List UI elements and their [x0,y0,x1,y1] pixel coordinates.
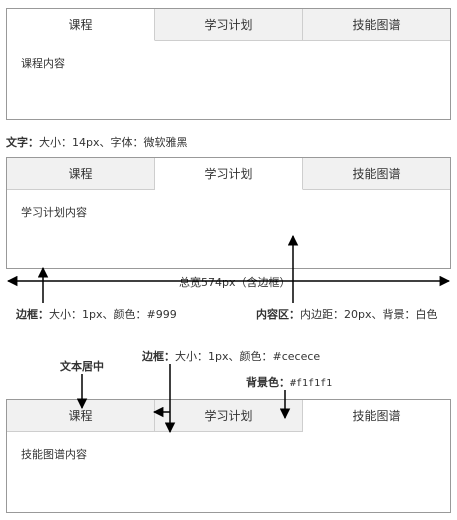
tab-bar-1: 课程 学习计划 技能图谱 [7,9,450,41]
tab-courses[interactable]: 课程 [7,9,155,41]
border-spec-label: 边框： [16,308,49,321]
tab-study-plan[interactable]: 学习计划 [155,400,303,432]
tab-content-3: 技能图谱内容 [21,448,87,461]
tab-panel-2: 课程 学习计划 技能图谱 学习计划内容 [6,157,451,269]
text-center-note: 文本居中 [60,360,104,373]
border-spec-note: 边框：大小：1px、颜色：#999 [16,306,177,322]
tab-courses[interactable]: 课程 [7,400,155,432]
tab-bar-2: 课程 学习计划 技能图谱 [7,158,450,190]
tab-skill-map[interactable]: 技能图谱 [303,400,450,432]
tab-content-2: 学习计划内容 [21,206,87,219]
tab-panel-1: 课程 学习计划 技能图谱 课程内容 [6,8,451,120]
text-spec-desc: 大小：14px、字体：微软雅黑 [39,136,188,149]
tab-study-plan[interactable]: 学习计划 [155,158,303,190]
tab-panel-3: 课程 学习计划 技能图谱 技能图谱内容 [6,399,451,513]
tab-skill-map[interactable]: 技能图谱 [303,9,450,41]
tab-skill-map[interactable]: 技能图谱 [303,158,450,190]
bg-spec-label: 背景色： [246,376,290,389]
bg-spec-note: 背景色：#f1f1f1 [246,374,332,390]
tab-courses[interactable]: 课程 [7,158,155,190]
tab-border-spec-note: 边框：大小：1px、颜色：#cecece [142,348,320,364]
tab-bar-3: 课程 学习计划 技能图谱 [7,400,450,432]
total-width-note: 总宽574px（含边框） [176,274,294,290]
content-spec-desc: 内边距：20px、背景：白色 [300,308,438,321]
tab-border-spec-label: 边框： [142,350,175,363]
tab-study-plan[interactable]: 学习计划 [155,9,303,41]
tab-content-1: 课程内容 [21,57,65,70]
bg-spec-desc: #f1f1f1 [290,378,333,389]
tab-border-spec-desc: 大小：1px、颜色：#cecece [175,350,321,363]
content-spec-note: 内容区：内边距：20px、背景：白色 [256,306,438,322]
text-spec-label: 文字： [6,136,39,149]
border-spec-desc: 大小：1px、颜色：#999 [49,308,177,321]
content-spec-label: 内容区： [256,308,300,321]
text-spec-note: 文字：大小：14px、字体：微软雅黑 [6,134,188,150]
